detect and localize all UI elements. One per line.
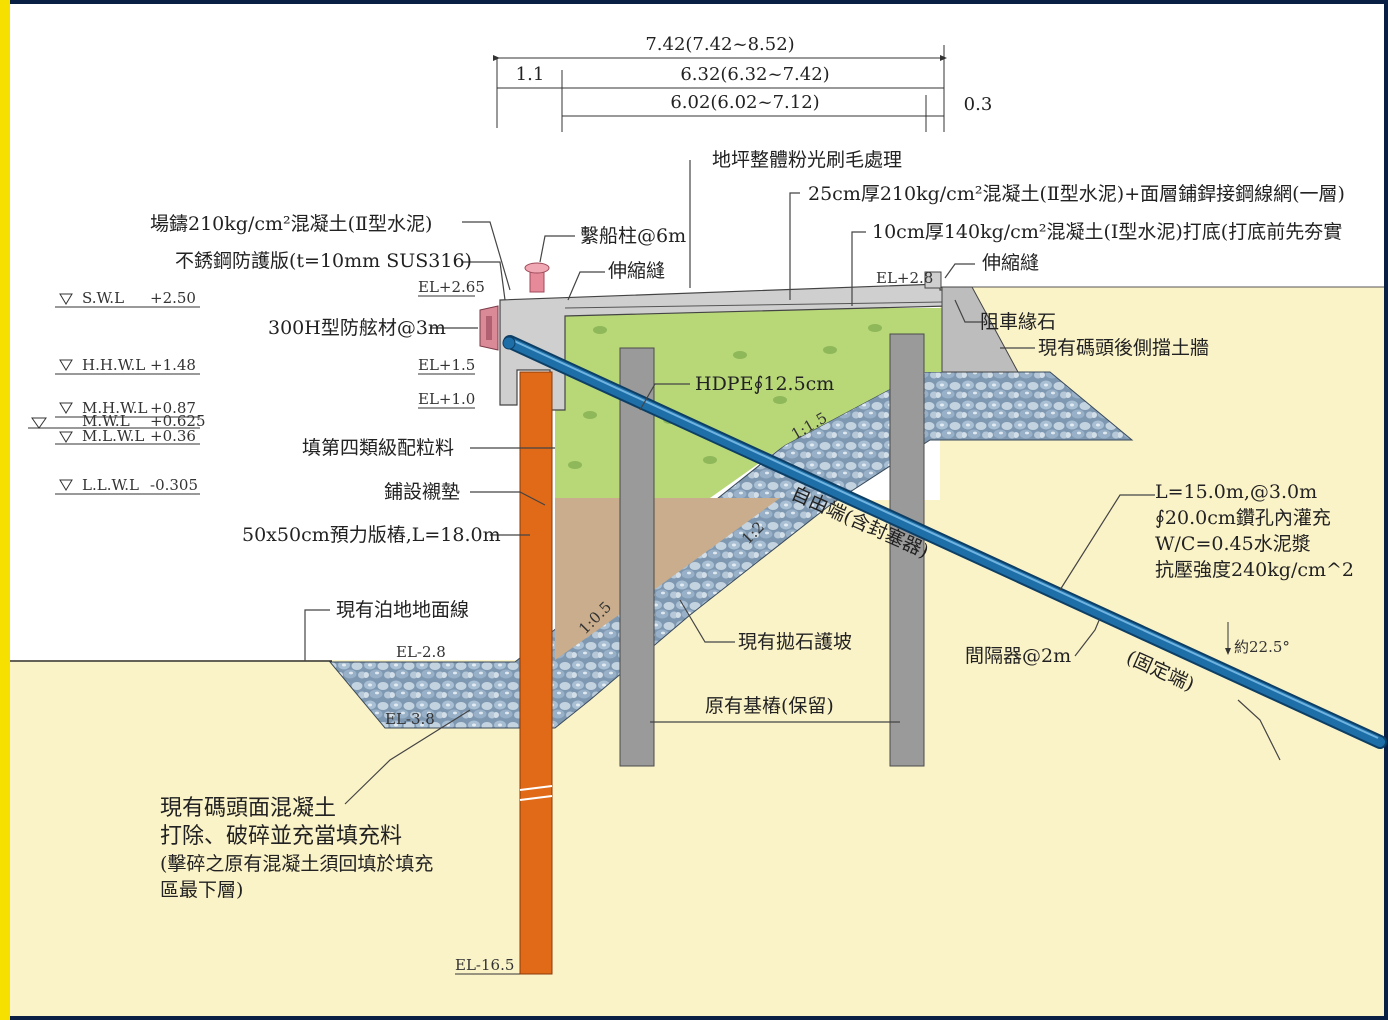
pile-break-mark <box>519 785 553 801</box>
mhwl-name: M.H.W.L <box>82 399 148 417</box>
llwl-value: -0.305 <box>150 476 198 494</box>
label-existing-piles: 原有基樁(保留) <box>705 695 834 717</box>
label-spacer: 間隔器@2m <box>965 645 1071 667</box>
slab-layer-line <box>564 301 943 309</box>
label-fill-aggregate: 填第四類級配粒料 <box>302 437 454 459</box>
water-level-lines <box>28 293 200 495</box>
mlwl-name: M.L.W.L <box>82 427 144 445</box>
mhwl-value: +0.87 <box>150 399 196 417</box>
label-expansion-joint-right: 伸縮縫 <box>982 252 1039 274</box>
ground-anchor <box>503 335 1387 749</box>
label-existing-riprap: 現有拋石護坡 <box>738 631 852 653</box>
label-angle: 約22.5° <box>1234 638 1290 656</box>
label-cast-concrete: 場鑄210kg/cm²混凝土(Ⅱ型水泥) <box>150 213 432 235</box>
label-retaining-wall: 現有碼頭後側擋土牆 <box>1038 337 1209 359</box>
label-bollard: 繫船柱@6m <box>580 225 686 247</box>
demolition-note-line-2: 打除、破碎並充當填充料 <box>160 824 402 849</box>
anchor-spec-line-1: L=15.0m,@3.0m <box>1155 481 1317 503</box>
el-265: EL+2.65 <box>418 278 485 296</box>
anchor-spec-line-2: ∮20.0cm鑽孔內灌充 <box>1155 507 1331 529</box>
el-m165: EL-16.5 <box>455 956 514 974</box>
dim-inner: 6.02(6.02~7.12) <box>670 92 819 113</box>
label-geotextile: 鋪設襯墊 <box>384 481 460 503</box>
mwl-value: +0.625 <box>150 412 206 430</box>
dim-right: 0.3 <box>964 94 993 115</box>
bollard <box>524 262 550 293</box>
demolition-note-line-3: (擊碎之原有混凝土須回填於填充 <box>160 853 433 875</box>
prestressed-sheet-pile <box>519 371 553 975</box>
existing-retaining-wall <box>941 286 1019 373</box>
dim-overall: 7.42(7.42~8.52) <box>645 34 794 55</box>
deck-slab-and-cap-beam <box>499 283 949 411</box>
anchor-head <box>502 336 516 350</box>
el-28: EL+2.8 <box>876 269 933 287</box>
dim-left: 1.1 <box>516 64 545 85</box>
left-yellow-strip <box>0 0 10 1020</box>
fender <box>479 305 499 351</box>
dim-middle: 6.32(6.32~7.42) <box>680 64 829 85</box>
label-hdpe: HDPE∮12.5cm <box>695 373 834 395</box>
demolition-note-line-4: 區最下層) <box>160 879 243 901</box>
dimension-lines <box>493 45 947 132</box>
el-15: EL+1.5 <box>418 356 475 374</box>
anchor-spec-block: L=15.0m,@3.0m ∮20.0cm鑽孔內灌充 W/C=0.45水泥漿 抗… <box>1155 481 1354 581</box>
el-10: EL+1.0 <box>418 390 475 408</box>
demolition-note-line-1: 現有碼頭面混凝土 <box>160 796 336 821</box>
label-expansion-joint-left: 伸縮縫 <box>608 260 665 282</box>
hhwl-name: H.H.W.L <box>82 356 145 374</box>
swl-name: S.W.L <box>82 289 124 307</box>
leader-lines <box>304 160 1281 805</box>
label-floor-finish: 地坪整體粉光刷毛處理 <box>712 149 902 171</box>
llwl-name: L.L.W.L <box>82 476 139 494</box>
anchor-spec-line-4: 抗壓強度240kg/cm^2 <box>1155 559 1354 581</box>
label-existing-ground: 現有泊地地面線 <box>336 599 469 621</box>
label-fender: 300H型防舷材@3m <box>268 317 446 339</box>
soil-background <box>10 287 1384 1016</box>
anchor-spec-line-3: W/C=0.45水泥漿 <box>1155 533 1311 555</box>
demolition-note: 現有碼頭面混凝土 打除、破碎並充當填充料 (擊碎之原有混凝土須回填於填充 區最下… <box>160 796 433 901</box>
label-slab-10: 10cm厚140kg/cm²混凝土(Ⅰ型水泥)打底(打底前先夯實 <box>872 221 1342 243</box>
label-curb: 阻車緣石 <box>980 311 1056 333</box>
label-steel-plate: 不銹鋼防護版(t=10mm SUS316) <box>175 250 472 272</box>
label-prestressed-pile: 50x50cm預力版樁,L=18.0m <box>242 524 501 546</box>
existing-pile-right <box>889 333 925 767</box>
existing-pile-left <box>619 347 655 767</box>
mwl-name: M.W.L <box>82 412 130 430</box>
tan-fill-zone <box>555 498 780 660</box>
mlwl-value: +0.36 <box>150 427 196 445</box>
el-m28: EL-2.8 <box>396 643 446 661</box>
el-m38: EL-3.8 <box>385 710 435 728</box>
swl-value: +2.50 <box>150 289 196 307</box>
curb-stone <box>924 271 942 289</box>
label-slab-25: 25cm厚210kg/cm²混凝土(Ⅱ型水泥)+面層鋪銲接鋼線網(一層) <box>808 183 1345 205</box>
hhwl-value: +1.48 <box>150 356 196 374</box>
